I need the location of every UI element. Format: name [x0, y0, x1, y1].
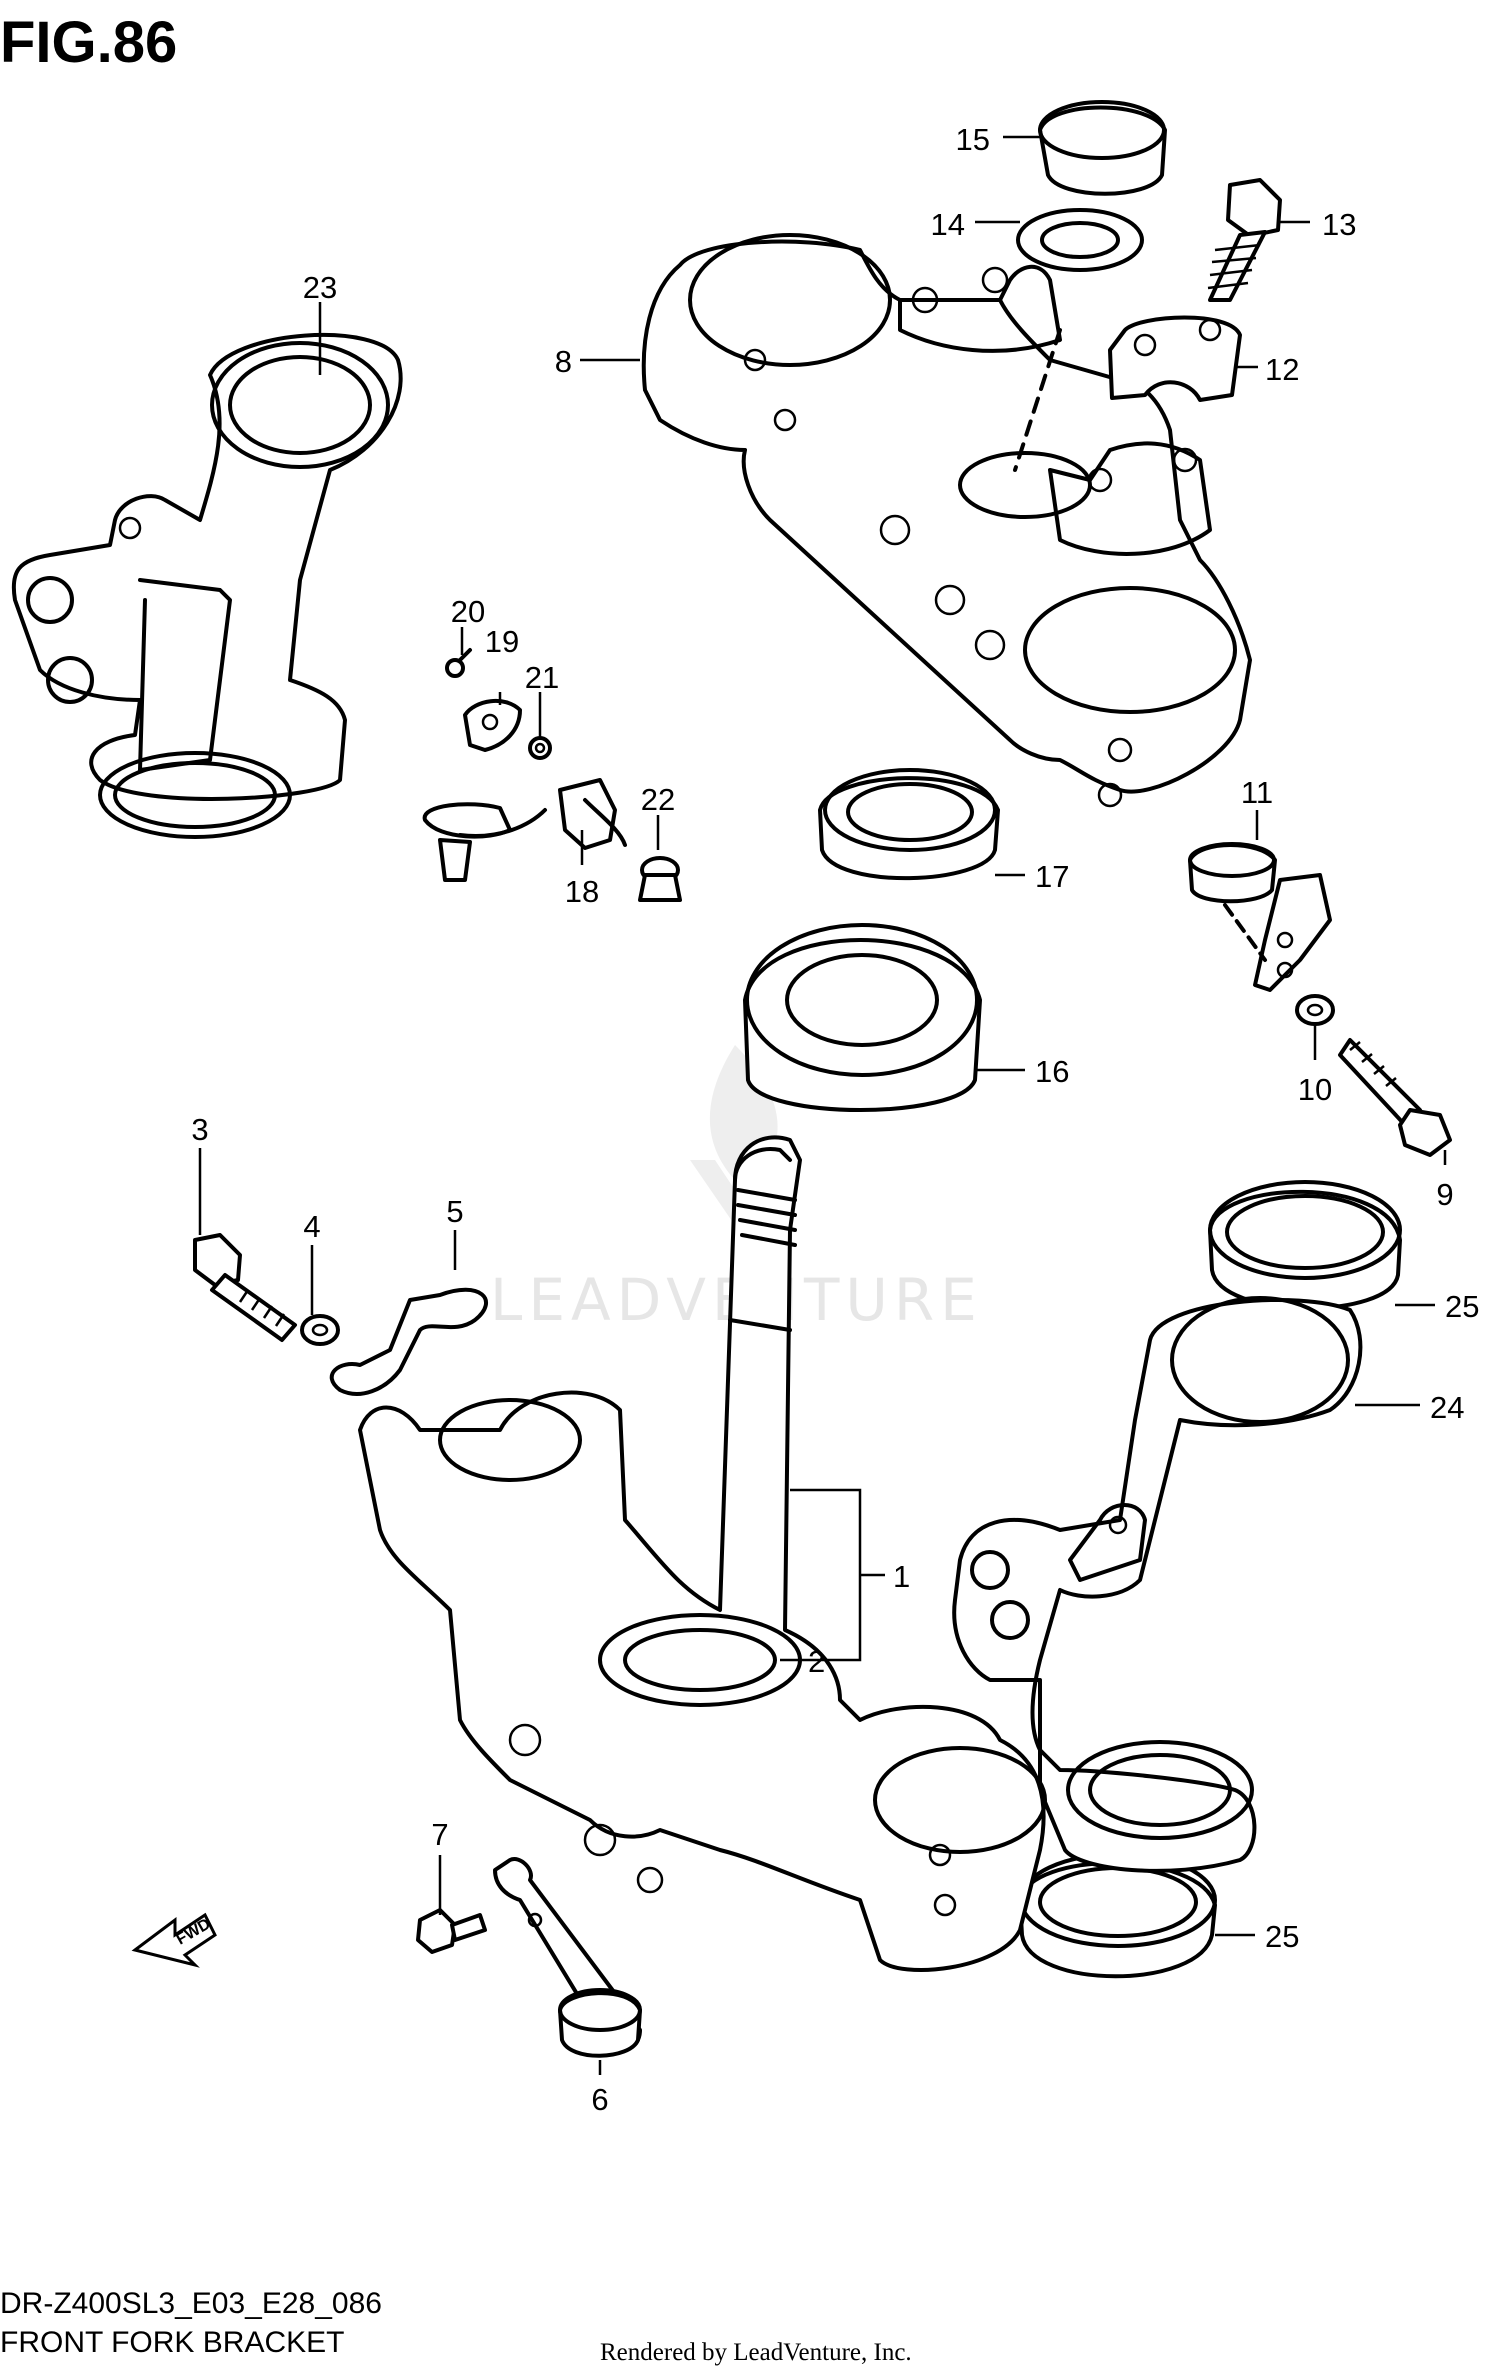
callout-3: 3: [191, 1112, 208, 1147]
part-13-bolt: [1207, 178, 1282, 302]
callout-1: 1: [893, 1559, 910, 1594]
callout-10: 10: [1298, 1072, 1332, 1107]
part-6-clamp: [493, 1857, 642, 2058]
figure-title: FIG.86: [0, 10, 177, 75]
callout-13: 13: [1322, 207, 1356, 242]
callout-11: 11: [1241, 775, 1273, 810]
callout-17: 17: [1035, 859, 1069, 894]
part-4-washer: [300, 1314, 340, 1346]
callout-4: 4: [303, 1209, 320, 1244]
render-credit: Rendered by LeadVenture, Inc.: [600, 2339, 912, 2366]
part-20-screw: [445, 648, 472, 678]
part-5-clip: [329, 1287, 488, 1396]
fwd-arrow-icon: FWD: [131, 1912, 217, 1968]
part-21-washer: [528, 736, 552, 760]
callout-labels: 15 14 13 12 8 23 20 19 21 18 22 17 16 11…: [191, 122, 1479, 2117]
part-9-bolt: [1338, 1038, 1452, 1157]
part-17-steering-nut: [818, 768, 1000, 881]
callout-6: 6: [591, 2082, 608, 2117]
part-22-grommet: [638, 856, 682, 902]
part-3-bolt: [193, 1233, 297, 1342]
part-19-plate: [463, 698, 522, 752]
figure-name: FRONT FORK BRACKET: [0, 2326, 344, 2359]
callout-25-lower: 25: [1265, 1919, 1299, 1954]
callout-16: 16: [1035, 1054, 1069, 1089]
callout-15: 15: [956, 122, 990, 157]
part-10-washer: [1295, 994, 1335, 1026]
callout-18: 18: [565, 874, 599, 909]
callout-8: 8: [555, 344, 572, 379]
part-8-upper-bracket: [641, 233, 1252, 808]
part-7-bolt: [416, 1908, 487, 1954]
part-11-cap: [1188, 842, 1332, 992]
callout-23: 23: [303, 270, 337, 305]
part-24-meter-bracket: [952, 1296, 1363, 1873]
callout-19: 19: [485, 624, 519, 659]
callout-5: 5: [446, 1194, 463, 1229]
part-25-seal-lower: [1018, 1852, 1217, 1979]
part-1-steering-stem: [358, 1135, 1047, 1972]
callout-22: 22: [641, 782, 675, 817]
figure-code: DR-Z400SL3_E03_E28_086: [0, 2287, 382, 2320]
callout-2: 2: [808, 1644, 825, 1679]
part-16-bearing: [743, 923, 982, 1112]
callout-14: 14: [931, 207, 965, 242]
part-14-washer: [1016, 208, 1144, 272]
part-15-cap: [1038, 100, 1167, 196]
callout-24: 24: [1430, 1390, 1464, 1425]
leader-lines: [198, 135, 1447, 2075]
part-25-seal-upper: [1208, 1180, 1402, 1311]
callout-12: 12: [1265, 352, 1299, 387]
part-18-switch-harness: [422, 778, 627, 882]
callout-25-upper: 25: [1445, 1289, 1479, 1324]
callout-21: 21: [525, 660, 559, 695]
callout-7: 7: [431, 1817, 448, 1852]
callout-9: 9: [1436, 1177, 1453, 1212]
callout-20: 20: [451, 594, 485, 629]
part-12-handlebar-clamp: [1108, 315, 1242, 402]
part-23-meter-bracket: [11, 332, 403, 839]
